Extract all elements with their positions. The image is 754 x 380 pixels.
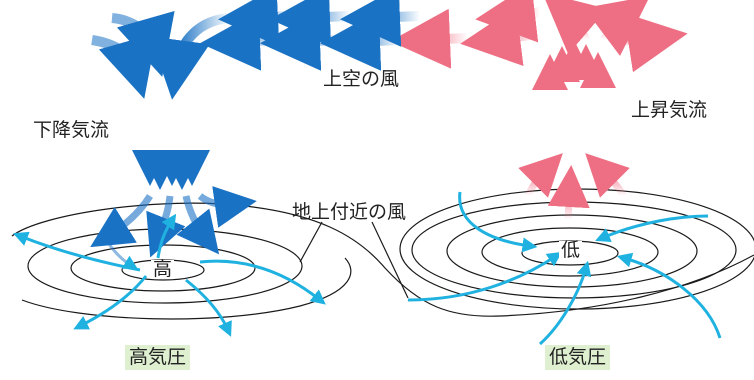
surface-wind-leader-2: [371, 221, 409, 299]
high-center-label: 高: [151, 258, 175, 280]
downdraft-arrows: [132, 72, 210, 190]
downdraft-spread: [90, 186, 257, 258]
low-surface-winds: [407, 191, 722, 346]
upper-wind-label: 上空の風: [323, 68, 400, 90]
high-surface-winds: [13, 213, 326, 337]
low-center-label: 低: [559, 239, 583, 261]
low-pressure-label: 低気圧: [545, 345, 611, 370]
downdraft-label: 下降気流: [33, 119, 110, 141]
updraft-converge: [518, 153, 630, 221]
surface-wind-leader-1: [299, 221, 323, 263]
upper-wind-pink: [390, 0, 688, 73]
low-isobar-2: [481, 227, 659, 277]
surface-outline-lower: [21, 257, 352, 320]
low-isobar-3: [446, 214, 698, 288]
upper-wind-blue: [91, 0, 421, 100]
updraft-arrows: [532, 40, 616, 168]
high-pressure-label: 高気圧: [125, 345, 191, 370]
surface-wind-label: 地上付近の風: [292, 201, 407, 223]
updraft-label: 上昇気流: [631, 99, 708, 121]
